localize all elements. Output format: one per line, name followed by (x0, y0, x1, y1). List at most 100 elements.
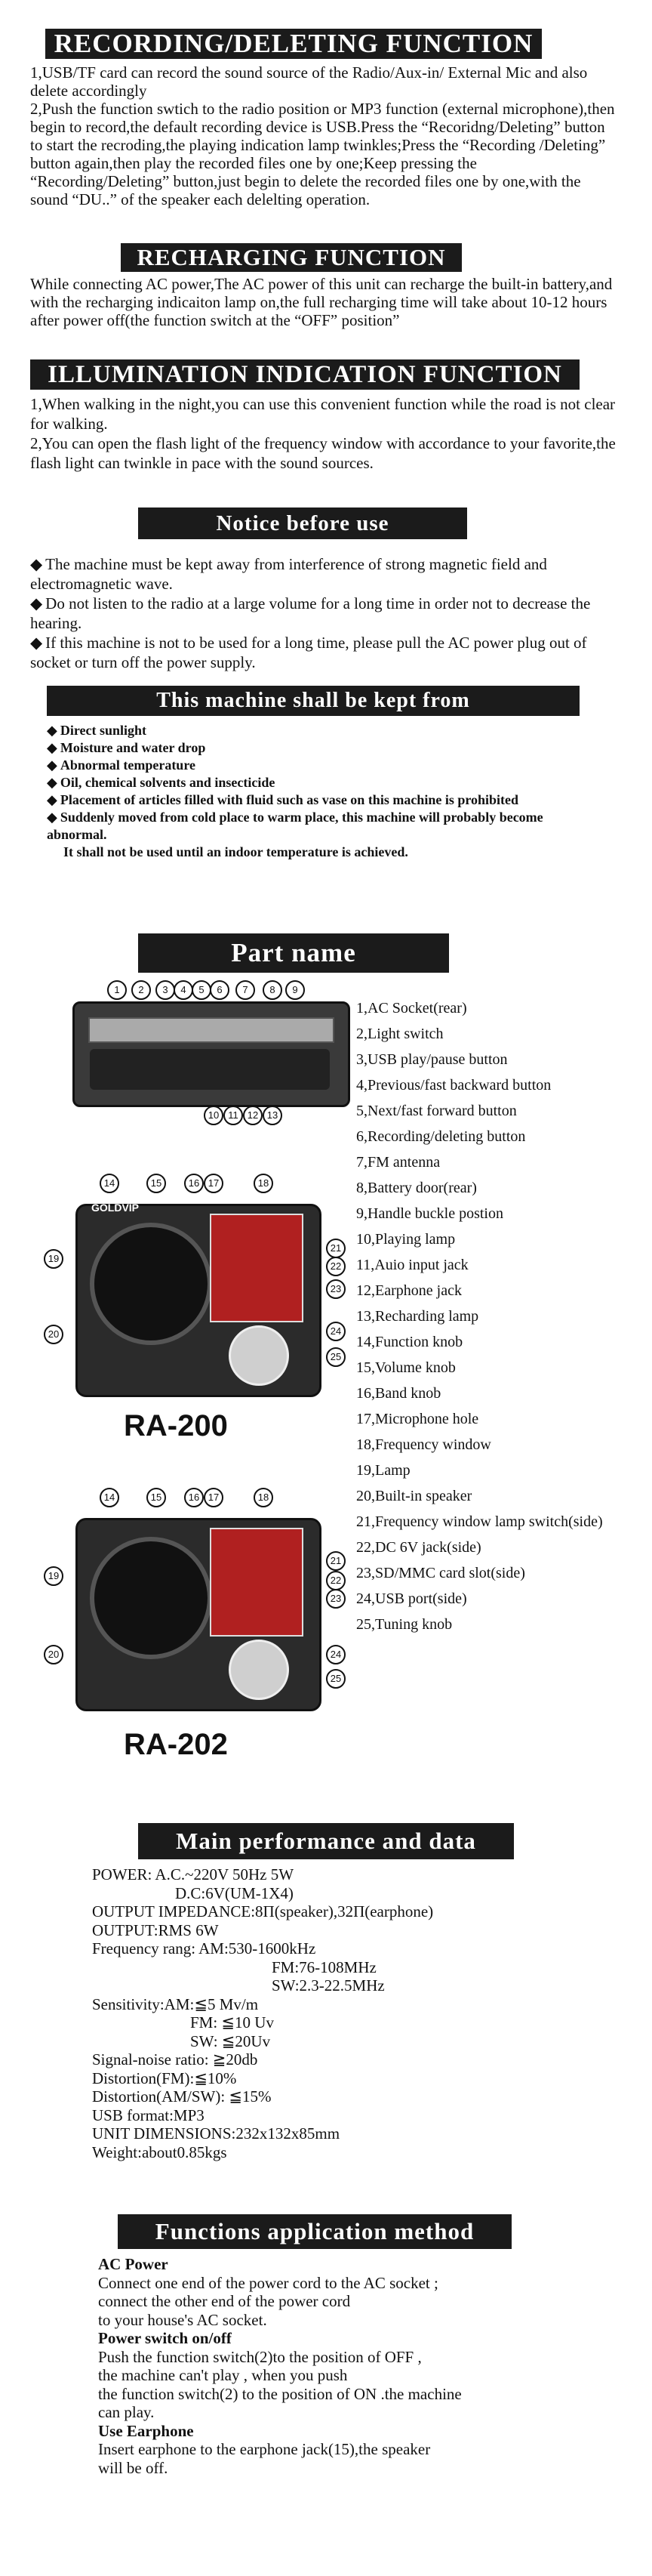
part-item: 6,Recording/deleting button (356, 1128, 526, 1145)
part-item: 9,Handle buckle postion (356, 1205, 503, 1222)
part-item: 22,DC 6V jack(side) (356, 1539, 481, 1556)
illumination-list: 1,When walking in the night,you can use … (30, 394, 619, 473)
illumination-title: ILLUMINATION INDICATION FUNCTION (30, 359, 580, 390)
callout: 8 (263, 980, 282, 1000)
part-item: 8,Battery door(rear) (356, 1180, 477, 1196)
callout: 6 (210, 980, 229, 1000)
perf-line: SW: ≦20Uv (190, 2031, 271, 2050)
part-name-title: Part name (138, 933, 449, 973)
perf-line: Sensitivity:AM:≦5 Mv/m (92, 1994, 259, 2013)
callout: 13 (263, 1106, 282, 1125)
recording-item-1: 1,USB/TF card can record the sound sourc… (30, 63, 588, 100)
callout: 14 (100, 1174, 119, 1193)
part-item: 2,Light switch (356, 1026, 444, 1042)
callout: 10 (204, 1106, 223, 1125)
device-top-view (72, 1001, 350, 1107)
callout: 2 (131, 980, 151, 1000)
func-line: Push the function switch(2)to the positi… (98, 2347, 422, 2366)
perf-line: Frequency rang: AM:530-1600kHz (92, 1939, 316, 1957)
callout: 5 (192, 980, 211, 1000)
speaker-grille (90, 1537, 212, 1659)
brand-logo: GOLDVIP (91, 1202, 140, 1214)
notice-item-2: Do not listen to the radio at a large vo… (30, 594, 619, 633)
part-item: 15,Volume knob (356, 1359, 456, 1376)
callout: 4 (174, 980, 193, 1000)
tuning-knob (229, 1640, 289, 1700)
part-item: 14,Function knob (356, 1334, 463, 1350)
recharging-title: RECHARGING FUNCTION (121, 243, 462, 272)
model-ra200: RA-200 (124, 1409, 228, 1442)
recording-title: RECORDING/DELETING FUNCTION (45, 29, 542, 59)
part-item: 12,Earphone jack (356, 1282, 462, 1299)
performance-title: Main performance and data (138, 1823, 514, 1859)
func-line: the function switch(2) to the position o… (98, 2384, 462, 2403)
model-ra202: RA-202 (124, 1728, 228, 1761)
device-front-ra202 (75, 1518, 321, 1711)
part-item: 21,Frequency window lamp switch(side) (356, 1513, 603, 1530)
kept-item: Abnormal temperature (47, 757, 580, 774)
callout: 19 (44, 1566, 63, 1586)
callout: 21 (326, 1239, 346, 1258)
callout: 20 (44, 1325, 63, 1344)
callout: 17 (204, 1174, 223, 1193)
speaker-grille (90, 1223, 212, 1345)
callout: 15 (146, 1488, 166, 1507)
notice-item-1: The machine must be kept away from inter… (30, 554, 619, 594)
callout: 18 (254, 1488, 273, 1507)
callout: 1 (107, 980, 127, 1000)
callout: 11 (223, 1106, 243, 1125)
func-line: connect the other end of the power cord (98, 2292, 351, 2310)
part-item: 19,Lamp (356, 1462, 411, 1479)
part-item: 25,Tuning knob (356, 1616, 453, 1633)
perf-line: SW:2.3-22.5MHz (272, 1976, 385, 1994)
callout: 14 (100, 1488, 119, 1507)
perf-line: Signal-noise ratio: ≧20db (92, 2050, 258, 2069)
callout: 3 (155, 980, 175, 1000)
callout: 25 (326, 1347, 346, 1367)
callout: 16 (184, 1488, 204, 1507)
perf-line: FM:76-108MHz (272, 1957, 377, 1976)
callout: 21 (326, 1551, 346, 1571)
perf-line: UNIT DIMENSIONS:232x132x85mm (92, 2124, 340, 2143)
kept-title: This machine shall be kept from (47, 686, 580, 716)
callout: 24 (326, 1645, 346, 1664)
notice-title: Notice before use (138, 507, 467, 539)
callout: 24 (326, 1322, 346, 1341)
illumination-item-2: 2,You can open the flash light of the fr… (30, 434, 616, 472)
callout: 19 (44, 1249, 63, 1269)
callout: 25 (326, 1669, 346, 1689)
perf-line: Distortion(FM):≦10% (92, 2069, 237, 2087)
callout: 22 (326, 1257, 346, 1276)
functions-title: Functions application method (118, 2214, 512, 2249)
part-item: 11,Auio input jack (356, 1257, 469, 1273)
part-item: 4,Previous/fast backward button (356, 1077, 552, 1094)
callout: 18 (254, 1174, 273, 1193)
func-line: Connect one end of the power cord to the… (98, 2273, 438, 2292)
func-line: Insert earphone to the earphone jack(15)… (98, 2440, 431, 2458)
tuning-knob (229, 1325, 289, 1386)
functions-text: AC Power Connect one end of the power co… (98, 2255, 626, 2477)
part-item: 20,Built-in speaker (356, 1488, 472, 1504)
func-line: will be off. (98, 2458, 168, 2477)
callout: 16 (184, 1174, 204, 1193)
kept-item: Moisture and water drop (47, 739, 580, 757)
callout: 9 (285, 980, 305, 1000)
part-item: 24,USB port(side) (356, 1590, 467, 1607)
perf-line: USB format:MP3 (92, 2106, 205, 2124)
kept-item: Suddenly moved from cold place to warm p… (47, 809, 580, 844)
callout: 22 (326, 1571, 346, 1590)
device-front-ra200: GOLDVIP (75, 1202, 321, 1397)
callout: 15 (146, 1174, 166, 1193)
frequency-window (210, 1528, 303, 1637)
part-item: 10,Playing lamp (356, 1231, 456, 1248)
illumination-item-1: 1,When walking in the night,you can use … (30, 395, 616, 433)
recharging-text: While connecting AC power,The AC power o… (30, 275, 613, 329)
part-item: 23,SD/MMC card slot(side) (356, 1565, 525, 1581)
part-item: 18,Frequency window (356, 1436, 491, 1453)
callout: 23 (326, 1589, 346, 1609)
frequency-window (210, 1214, 303, 1322)
func-head-power-switch: Power switch on/off (98, 2329, 232, 2347)
func-line: the machine can't play , when you push (98, 2366, 348, 2384)
callout: 20 (44, 1645, 63, 1664)
